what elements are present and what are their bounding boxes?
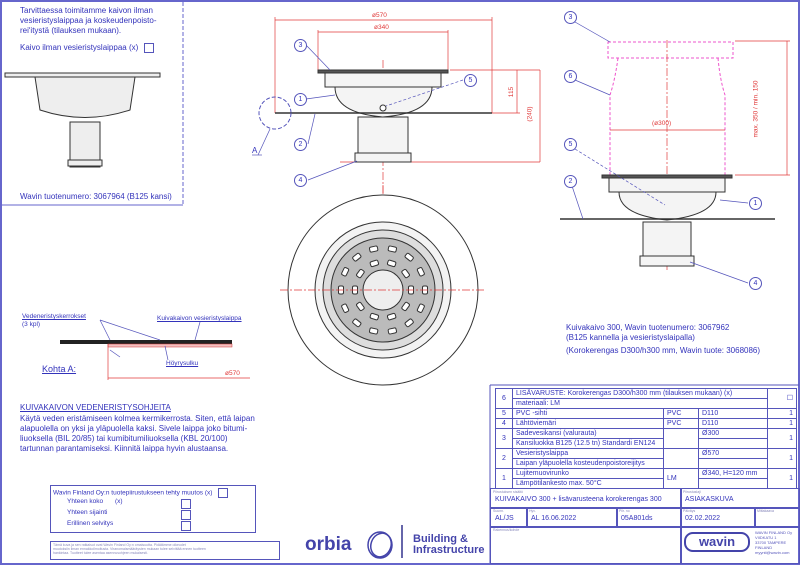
grate-slot — [341, 303, 350, 313]
callout-bubble: 5 — [564, 138, 577, 151]
detail-a-drawing — [60, 319, 250, 380]
tb-designer: Suunn.AL/JS — [490, 507, 528, 528]
callout-bubble: 6 — [564, 70, 577, 83]
grate-slot — [352, 252, 362, 262]
label-flange: Kuivakaivon vesieristyslaippa — [157, 315, 242, 322]
main-section-drawing — [252, 17, 541, 320]
checkbox-size[interactable] — [181, 499, 191, 509]
grate-slot — [401, 268, 410, 279]
small-well-drawing — [4, 72, 161, 168]
division-logo: Building &Infrastructure — [413, 533, 485, 556]
wavin-logo: wavin — [684, 532, 750, 552]
dim-outer: ø570 — [372, 12, 387, 19]
grate-slot — [387, 327, 398, 335]
label-vapour: Höyrysulku — [166, 360, 199, 367]
right-caption: Kuivakaivo 300, Wavin tuotenumero: 30679… — [566, 323, 761, 355]
parts-row-sub: Lämpötilankesto max. 50°C — [496, 478, 797, 489]
callout-bubble: 5 — [464, 74, 477, 87]
grate-slot — [368, 327, 379, 335]
disclaimer: Tämä kuva ja sen ratkaisut ovat Wavin Fi… — [50, 541, 280, 560]
checkbox-location[interactable] — [181, 510, 191, 520]
label-layers-count: (3 kpl) — [22, 321, 41, 328]
grate-slot — [404, 252, 414, 262]
callout-bubble: 3 — [294, 39, 307, 52]
dim-ring: (ø300) — [652, 120, 672, 127]
callout-bubble: 1 — [294, 93, 307, 106]
tb-site: Rakennus/kohde — [490, 526, 682, 564]
callout-bubble: 2 — [294, 138, 307, 151]
orbia-logo-mark — [367, 531, 393, 559]
label-layers: Vedeneristyskerrokset — [22, 313, 86, 320]
grate-slot — [416, 267, 425, 277]
checkbox-separate[interactable] — [181, 521, 191, 531]
grate-slot — [356, 268, 365, 279]
tb-approved: Hyv.AL 16.06.2022 — [526, 507, 618, 528]
parts-row-sub: Kansiluokka B125 (12.5 tn) Standardi EN1… — [496, 438, 797, 449]
parts-row-sub: materiaali: LM — [496, 398, 797, 409]
instructions-heading: KUIVAKAIVON VEDENERISTYSOHJEITA — [20, 403, 171, 412]
grate-slot — [356, 301, 365, 312]
dim-total: (240) — [526, 106, 534, 122]
grate-slot — [368, 245, 379, 253]
no-flange-option: Kaivo ilman vesieristyslaippaa (x) — [20, 43, 155, 53]
right-section-drawing — [560, 21, 790, 284]
instructions-text: Käytä veden eristämiseen kolmea kermiker… — [20, 414, 255, 453]
dim-ring-height: max. 350 / min. 150 — [752, 80, 760, 138]
grate-slot — [369, 259, 380, 268]
callout-bubble: 1 — [749, 197, 762, 210]
no-flange-checkbox[interactable] — [144, 43, 155, 53]
detail-marker: A — [252, 146, 258, 155]
change-checkbox[interactable] — [218, 488, 229, 498]
grate-slot — [416, 303, 425, 313]
dim-height: 115 — [508, 86, 516, 98]
dim-inner: ø340 — [374, 24, 389, 31]
callout-bubble: 4 — [749, 277, 762, 290]
grate-slot — [341, 267, 350, 277]
grate-slot — [386, 259, 397, 268]
callout-bubble: 3 — [564, 11, 577, 24]
grate-slot — [387, 245, 398, 253]
tb-scale: Mittakaava — [754, 507, 800, 528]
grate-slot — [404, 318, 414, 328]
orbia-logo: orbia — [305, 534, 352, 555]
product-number: Wavin tuotenumero: 3067964 (B125 kansi) — [20, 192, 172, 201]
detail-title: Kohta A: — [42, 364, 77, 374]
change-box: Wavin Finland Oy:n tuotepiirustukseen te… — [50, 485, 256, 533]
detail-dim: ø570 — [225, 370, 240, 377]
grate-slot — [386, 312, 397, 321]
plan-view-drawing — [280, 194, 486, 386]
callout-bubble: 4 — [294, 174, 307, 187]
grate-slot — [401, 301, 410, 312]
parts-row-sub: Laipan yläpuolella kosteudenpoistoreijit… — [496, 458, 797, 469]
grate-slot — [369, 312, 380, 321]
grate-slot — [352, 318, 362, 328]
callout-bubble: 2 — [564, 175, 577, 188]
